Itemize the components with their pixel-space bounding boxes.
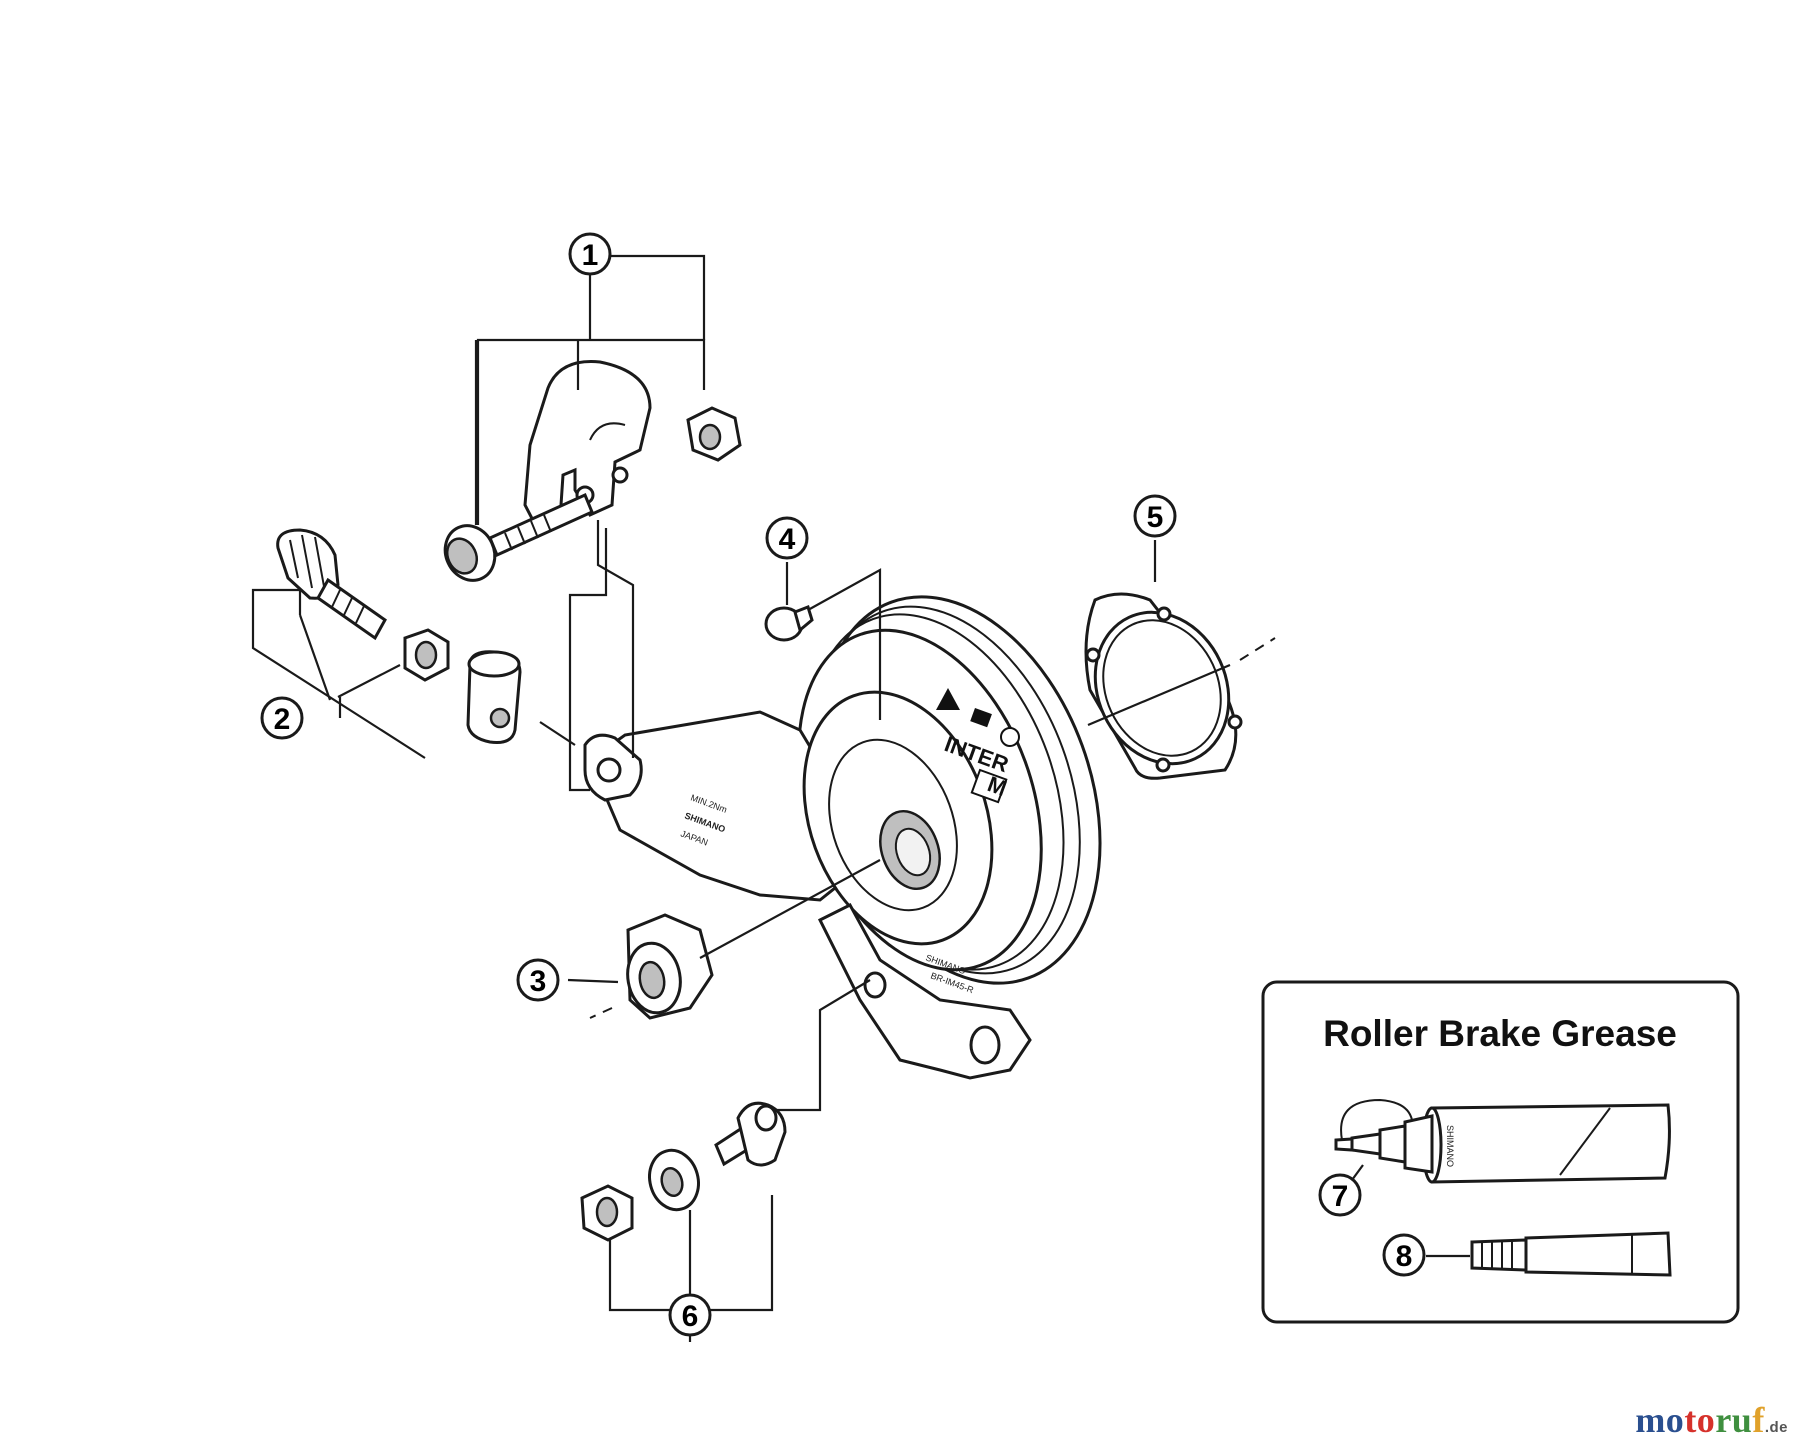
svg-text:4: 4 [779,523,796,556]
arm-hole [596,757,622,783]
callout-7: 7 [1318,1173,1362,1217]
fixing-washer-hole [660,1166,684,1198]
grease-box: Roller Brake Grease SHIMANO 7 [1261,980,1740,1324]
brake-body: MIN.2Nm SHIMANO JAPAN INTER M SHIMANO BR… [583,595,1102,1080]
barrel-hole [489,707,511,729]
svg-text:1: 1 [582,239,599,272]
adjuster-thread [316,577,387,641]
seal-inner-ring [1093,610,1231,766]
part-1-clamp-assembly [443,360,742,582]
part-2-adjuster-assembly [276,528,522,744]
part-3-axle-nut [626,913,714,1020]
axle-nut-hole [638,960,666,1000]
seal-tab-3 [1155,757,1171,773]
callout-8: 8 [1382,1233,1426,1277]
barrel-top [467,650,521,678]
grease-cap-strap [1340,1098,1413,1141]
hub-bore-inner [894,827,932,877]
seal-tab-2 [1227,714,1243,730]
wrench-icon [1000,727,1020,747]
callout-3: 3 [516,958,560,1002]
callout-2: 2 [260,696,304,740]
grease-box-title: Roller Brake Grease [1323,1013,1677,1054]
clamp-nut-hole [698,423,722,451]
part-6-fixing-assembly [580,1101,787,1242]
bracket-hole [863,971,887,999]
svg-text:7: 7 [1332,1180,1349,1213]
callout-4: 4 [765,516,809,560]
clamp-bolt-face [445,537,479,575]
watermark-part-4: f [1752,1400,1765,1440]
grease-small-tube [1470,1231,1672,1277]
watermark-part-1: mo [1635,1400,1685,1440]
bottle-brand-text: SHIMANO [1445,1125,1455,1167]
svg-text:2: 2 [274,703,291,736]
seal-tab-4 [1085,647,1101,663]
fixing-nut-hole [595,1196,619,1228]
clamp-band [523,360,652,532]
watermark-part-3: ru [1715,1400,1753,1440]
callout-5: 5 [1133,494,1177,538]
cap-stem [793,605,814,633]
part-4-grease-cap [764,605,814,642]
svg-text:5: 5 [1147,501,1164,534]
watermark-suffix: .de [1764,1419,1788,1436]
book-icon [970,708,992,728]
callout-1: 1 [568,232,612,276]
disc-model-box [970,768,1008,804]
hub-inner-ring [828,738,958,912]
seal-tab-1 [1156,606,1172,622]
watermark-part-2: to [1684,1400,1716,1440]
fixing-bolt-collar [754,1104,778,1132]
bracket-pin [969,1025,1001,1065]
callout-6: 6 [668,1293,712,1337]
bolt-thread-lines [504,514,552,551]
svg-text:8: 8 [1396,1240,1413,1273]
clamp-band-inner [589,422,626,441]
clamp-hole-back [611,466,629,484]
adjuster-thread-lines [331,589,365,624]
adjuster-knurl [289,534,326,593]
seal-inner-edge [1102,619,1222,757]
watermark-logo: motoruf.de [1635,1399,1788,1441]
grease-tube: SHIMANO [1334,1098,1671,1184]
svg-text:6: 6 [682,1300,699,1333]
svg-text:3: 3 [530,965,547,998]
leader-lines [251,254,1276,1342]
part-5-seal-ring [1084,592,1243,780]
warning-icon [936,688,960,710]
adjuster-nut-hole [414,640,438,670]
